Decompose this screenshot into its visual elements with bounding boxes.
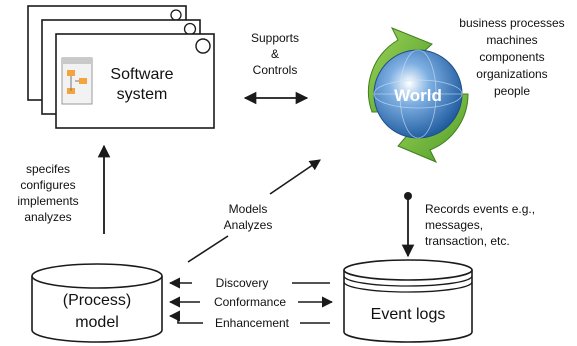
relations: Discovery Conformance Enhancement [168,276,334,330]
world-example-4: organizations [476,67,547,81]
specifies-line-1: specifes [26,162,70,176]
world-example-5: people [494,84,530,98]
app-window-icon [61,57,93,105]
ampersand-label: & [271,47,279,61]
models-label: Models [229,202,268,216]
event-logs-label: Event logs [371,306,446,323]
analyzes-label: Analyzes [224,218,273,232]
software-system-label-2: system [117,86,168,103]
world-examples: business processes machines components o… [459,16,564,98]
world-example-1: business processes [459,16,564,30]
software-system: Software system [27,5,215,129]
records-line-2: messages, [425,218,483,232]
supports-controls: Supports & Controls [243,31,309,105]
conformance-label: Conformance [214,295,286,309]
process-model-label-1: (Process) [63,292,131,309]
enhancement-arrow-left [168,310,203,324]
process-model-cylinder: (Process) model [31,263,163,343]
models-arrow-upper [269,159,321,195]
records-events: Records events e.g., messages, transacti… [425,202,535,248]
discovery-label: Discovery [216,276,269,290]
supports-label: Supports [251,31,299,45]
world-example-3: components [479,50,544,64]
world-label: World [394,86,442,105]
world-globe-icon: World [367,27,469,163]
specifies-line-4: analyzes [24,210,71,224]
models-arrow-lower [187,235,229,263]
process-model-label-2: model [75,314,119,331]
enhancement-label: Enhancement [215,316,290,330]
specifies-line-3: implements [17,194,78,208]
specifies-list: specifes configures implements analyzes [17,162,78,224]
specifies-line-2: configures [20,178,75,192]
software-system-label-1: Software [110,66,173,83]
controls-label: Controls [253,63,298,77]
records-line-1: Records events e.g., [425,202,535,216]
records-line-3: transaction, etc. [425,234,510,248]
models-analyzes: Models Analyzes [224,202,273,232]
event-logs-cylinder: Event logs [343,259,473,343]
world-example-2: machines [486,33,537,47]
